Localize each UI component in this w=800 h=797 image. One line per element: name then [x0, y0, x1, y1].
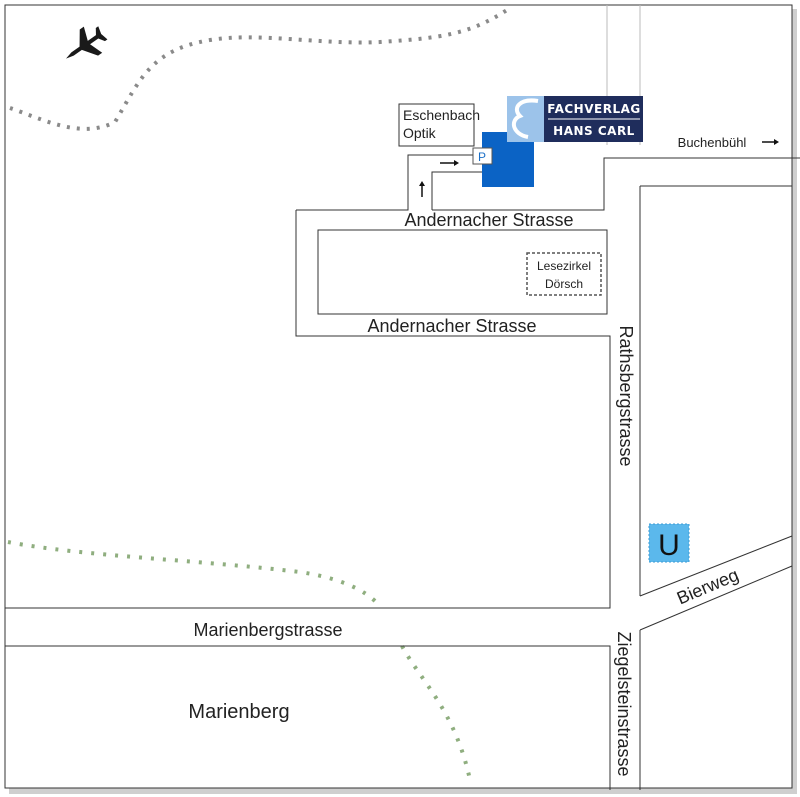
street-marienbergstrasse: Marienbergstrasse [193, 620, 342, 640]
fachverlag-hans-carl-logo: FACHVERLAG HANS CARL [507, 96, 643, 142]
street-buchenbuehl: Buchenbühl [678, 135, 747, 150]
road-outlines [5, 154, 800, 790]
street-andernacher-bottom: Andernacher Strasse [367, 316, 536, 336]
green-path-bottom [400, 645, 472, 781]
buchenbuehl-arrow-icon [762, 139, 779, 145]
street-ziegelsteinstrasse: Ziegelsteinstrasse [614, 631, 634, 776]
airplane-icon [65, 26, 108, 59]
lesezirkel-doersch-box [526, 252, 602, 296]
lesezirkel-label-line2: Dörsch [545, 277, 583, 291]
logo-line2: HANS CARL [553, 124, 635, 138]
ubahn-icon: U [648, 523, 690, 563]
arrow-up-icon [419, 181, 425, 197]
area-marienberg: Marienberg [188, 701, 289, 723]
lesezirkel-label-line1: Lesezirkel [537, 259, 591, 273]
parking-icon: P [472, 147, 493, 165]
eschenbach-optik-box [398, 103, 475, 147]
eschenbach-label-line1: Eschenbach [403, 107, 480, 123]
green-path-top [7, 540, 380, 606]
logo-line1: FACHVERLAG [547, 102, 640, 116]
eschenbach-label-line2: Optik [403, 125, 437, 141]
parking-label: P [478, 150, 486, 164]
ubahn-label: U [658, 529, 680, 562]
arrow-right-icon [440, 160, 459, 166]
street-andernacher-top: Andernacher Strasse [404, 210, 573, 230]
street-rathsbergstrasse: Rathsbergstrasse [616, 325, 636, 466]
